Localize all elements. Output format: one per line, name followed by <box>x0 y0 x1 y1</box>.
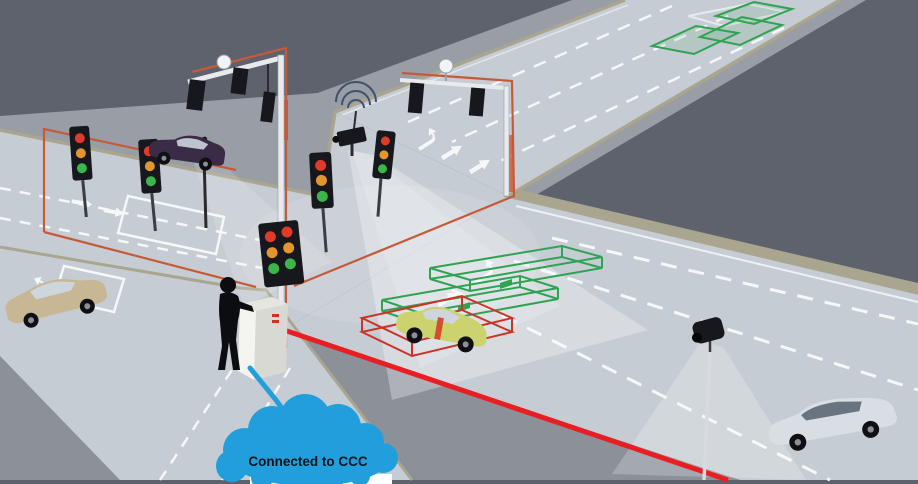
stop-box-left-road <box>116 194 226 256</box>
lane-dash <box>451 288 831 482</box>
lane-dash <box>0 186 291 248</box>
edge-line-upper-road <box>341 4 629 116</box>
traffic-lights <box>69 125 396 288</box>
lane-dash <box>497 26 785 164</box>
gantry1-sign-panels <box>186 64 276 123</box>
curb-strip-northeast <box>508 188 918 293</box>
lane-dash <box>513 259 918 392</box>
traffic-light-dual-head <box>258 220 305 288</box>
wireless-camera <box>332 81 377 156</box>
fiber-trunk-cable <box>283 327 729 483</box>
cable-left-loop-bottom <box>43 230 257 289</box>
car-hatchback-yellow <box>396 306 487 353</box>
lane-dash <box>451 14 729 144</box>
ccc-cloud: Connected to CCC <box>216 394 398 484</box>
green-detection-zone <box>648 24 742 56</box>
detection-zones-upper <box>648 0 796 56</box>
sphere-lamp-icon <box>216 54 232 70</box>
car-sedan-purple <box>148 135 226 171</box>
lane-dash <box>551 236 918 326</box>
lane-dash <box>407 4 673 124</box>
sign-panel <box>407 82 425 114</box>
cloud-label: Connected to CCC <box>248 454 367 469</box>
vehicles <box>5 135 897 451</box>
cabinet-indicator <box>272 314 279 317</box>
sidewalk-upper-road-right <box>508 0 866 202</box>
operator-and-cabinet <box>218 277 288 380</box>
gantry2-sign-panels <box>407 82 486 117</box>
road-arm-upper <box>335 0 840 196</box>
green-detection-zone <box>696 15 786 47</box>
traffic-light-center <box>309 152 334 253</box>
gantry2-pole <box>503 85 510 197</box>
road-intersection-center <box>266 112 508 330</box>
sidewalk-southwest-corner <box>266 290 740 480</box>
cabinet-indicator <box>272 320 279 323</box>
cctv-camera-east <box>691 317 725 481</box>
gantry2-arm <box>399 78 507 90</box>
sign-panel <box>230 67 249 95</box>
sign-panel <box>468 87 486 117</box>
traffic-light-west-2 <box>138 138 162 232</box>
car-sedan-beige <box>5 279 108 328</box>
control-cabinet-side <box>254 304 288 380</box>
car-minivan-silver <box>768 397 897 451</box>
operator-person <box>218 277 254 370</box>
edge-line-right-road <box>515 205 918 303</box>
sidewalk-upper-road-left <box>312 0 625 112</box>
camera-body-icon <box>336 126 367 147</box>
red-detection-marker <box>434 317 444 340</box>
sphere-lamp-icon <box>438 58 454 74</box>
green-detection-zone <box>712 0 796 26</box>
sign-panel <box>260 91 276 123</box>
antenna-icon <box>353 110 357 130</box>
curb-lower-left <box>0 245 414 481</box>
traffic-light-west-1 <box>69 125 93 218</box>
traffic-light-east <box>372 130 396 217</box>
control-cabinet-front <box>238 304 256 380</box>
gantry-mast-2 <box>399 58 510 197</box>
sign-panel <box>186 79 206 111</box>
wifi-waves-icon <box>335 81 377 109</box>
